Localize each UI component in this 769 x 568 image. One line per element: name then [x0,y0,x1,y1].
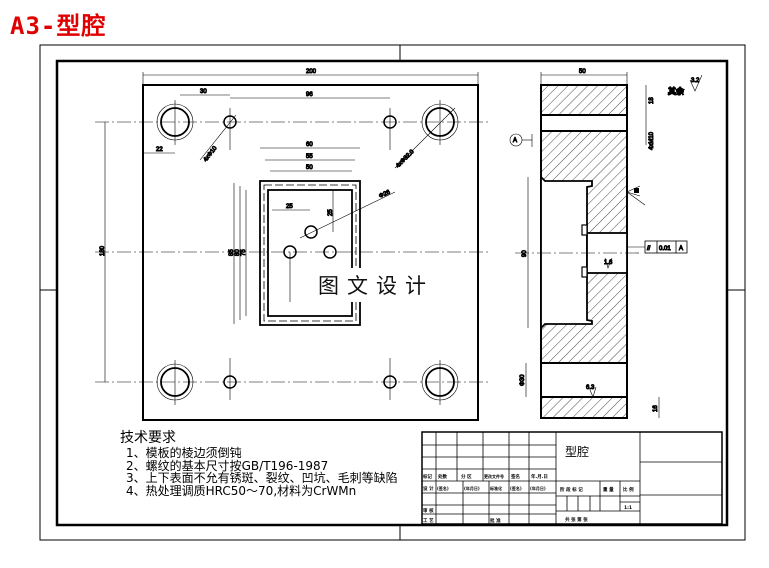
dim-top: 18 [649,97,655,104]
note-item: 3、上下表面不允有锈斑、裂纹、凹坑、毛刺等缺陷 [126,471,398,485]
drawing-frame [39,44,746,541]
notes-heading: 技术要求 [120,430,176,446]
dim-hole-dx1: 30 [200,89,207,95]
svg-text:年.月.日: 年.月.日 [531,473,548,480]
dim-bottom-hole: Φ30 [520,374,526,386]
dim-hole-span: 96 [306,92,313,98]
part-name: 型腔 [565,444,589,459]
title-block-row2: 设 计 (签名) (年月日) 标准化 (签名) (年月日) [423,485,546,492]
dim-big-hole: 4xΦ32.0 [395,149,416,170]
roughness-rest-label: 其余 [668,86,685,96]
dim-cavity-h1: 85 [229,249,235,256]
svg-text:处数: 处数 [437,473,447,480]
dim-width: 200 [306,69,317,75]
dim-hole-x: 22 [156,147,163,153]
reviewer-label: 审 核 [423,507,434,514]
sheets-label: 共 张 第 张 [565,516,588,523]
screw-holes [223,115,397,389]
dim-hole: 4xM10 [649,131,655,150]
dim-cavity-w3: 50 [306,165,313,171]
scale-value: 1:1 [624,505,632,511]
svg-text:设 计: 设 计 [423,485,434,492]
svg-text:签名: 签名 [510,473,520,480]
svg-text:标记: 标记 [422,473,432,480]
title-block-row1: 标记 处数 分 区 更改文件号 签名 年.月.日 [422,473,548,480]
technical-requirements: 技术要求 1、模板的棱边须倒钝 2、螺纹的基本尺寸按GB/T196-1987 3… [120,430,398,498]
datum-label: A [513,138,517,144]
svg-text:(年月日): (年月日) [530,485,546,491]
svg-text:(年月日): (年月日) [464,485,480,491]
dim-section-width: 50 [579,69,586,75]
dim-cavity-h3: 75 [241,249,247,256]
svg-text:更改文件号: 更改文件号 [484,473,504,479]
drawing-title: A3-型腔 [10,12,107,40]
title-block [421,431,723,525]
svg-text:(签名): (签名) [510,485,522,491]
roughness-rest: 3.2 [691,78,700,84]
stage-label: 阶 段 标 记 [560,486,583,493]
scale-label: 比 例 [623,486,634,493]
dim-pin-hole: Φ26 [378,189,392,200]
weight-label: 重 量 [603,486,614,493]
svg-text:标准化: 标准化 [489,485,502,491]
tolerance-value: 0.01 [659,246,671,252]
plan-view: 200 30 96 22 60 55 50 25 25 180 85 80 75… [95,69,490,421]
approve-label: 批 准 [490,517,501,524]
dim-cavity-w1: 60 [306,142,313,148]
roughness-center: 1.6 [604,260,613,266]
tolerance-datum: A [679,246,683,252]
svg-text:(签名): (签名) [437,485,449,491]
watermark: 图文设计 [312,268,440,302]
dim-pin-x: 25 [286,204,293,210]
dim-cavity-h2: 80 [235,249,241,256]
note-item: 1、模板的棱边须倒钝 [126,446,242,460]
geometric-tolerance-frame [644,240,688,254]
dim-pin-y: 25 [328,209,334,216]
tolerance-symbol: // [647,246,651,252]
note-item: 2、螺纹的基本尺寸按GB/T196-1987 [126,458,329,473]
svg-text:分 区: 分 区 [461,473,472,480]
dim-height: 180 [100,245,106,256]
dim-cavity-h: 90 [522,250,528,257]
dim-cavity-w2: 55 [306,154,313,160]
note-item: 4、热处理调质HRC50～70,材料为CrWMn [126,483,357,498]
process-label: 工 艺 [423,517,434,524]
dim-bottom: 16 [653,405,659,412]
section-view: // 0.01 A A 50 18 4xM10 90 Φ30 16 其余 3.2… [509,69,703,419]
roughness-bottom: 6.3 [586,385,595,391]
cavity [259,180,361,326]
dim-small-hole: 4xΦ10 [203,145,219,163]
